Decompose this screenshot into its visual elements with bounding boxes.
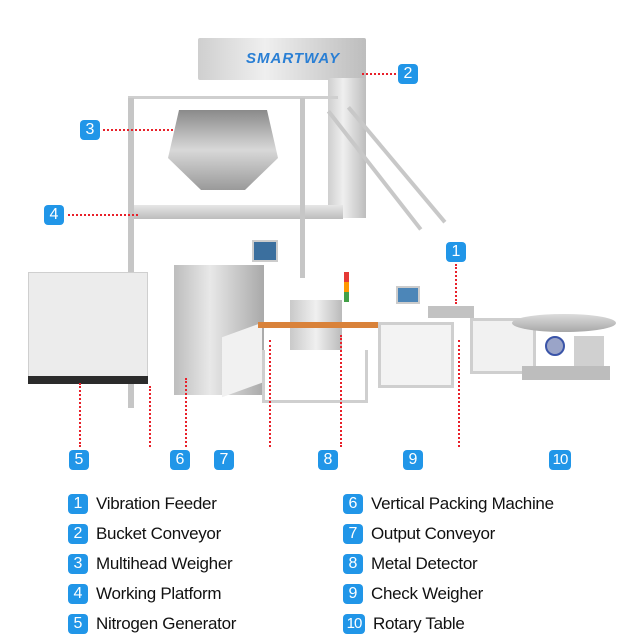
legend-item-2: 2 Bucket Conveyor: [68, 523, 221, 545]
leader-line-7: [185, 378, 187, 447]
leader-line-8: [269, 340, 271, 447]
legend-item-9: 9 Check Weigher: [343, 583, 483, 605]
rotary-table-box: [574, 336, 604, 366]
legend-badge: 4: [68, 584, 88, 604]
callout-badge-9: 9: [403, 450, 423, 470]
legend-badge: 7: [343, 524, 363, 544]
legend-label: Rotary Table: [373, 614, 465, 633]
rotary-table-motor: [545, 336, 565, 356]
legend-badge: 8: [343, 554, 363, 574]
metal-detector-belt: [258, 322, 378, 328]
legend-item-1: 1 Vibration Feeder: [68, 493, 217, 515]
callout-badge-10: 10: [549, 450, 571, 470]
metal-detector-frame: [262, 350, 368, 403]
legend-item-7: 7 Output Conveyor: [343, 523, 495, 545]
callout-badge-3: 3: [80, 120, 100, 140]
leader-line-10: [458, 340, 460, 447]
legend-badge: 3: [68, 554, 88, 574]
leader-line-1: [455, 264, 457, 304]
legend-badge: 2: [68, 524, 88, 544]
legend-label: Nitrogen Generator: [96, 614, 237, 633]
leader-line-6: [149, 386, 151, 447]
legend-label: Output Conveyor: [371, 524, 496, 543]
legend-item-8: 8 Metal Detector: [343, 553, 478, 575]
legend-label: Vibration Feeder: [96, 494, 217, 513]
callout-badge-8: 8: [318, 450, 338, 470]
callout-badge-7: 7: [214, 450, 234, 470]
legend-item-3: 3 Multihead Weigher: [68, 553, 233, 575]
rotary-table: [512, 314, 616, 332]
legend-label: Multihead Weigher: [96, 554, 233, 573]
vibration-feeder: [428, 306, 474, 318]
check-weigher-screen: [396, 286, 420, 304]
callout-badge-6: 6: [170, 450, 190, 470]
callout-badge-2: 2: [398, 64, 418, 84]
legend-badge: 10: [343, 614, 365, 634]
callout-badge-1: 1: [446, 242, 466, 262]
leader-line-3: [103, 129, 173, 131]
legend-item-4: 4 Working Platform: [68, 583, 222, 605]
legend-badge: 9: [343, 584, 363, 604]
platform-leg-right: [300, 98, 305, 278]
legend-item-6: 6 Vertical Packing Machine: [343, 493, 554, 515]
callout-badge-4: 4: [44, 205, 64, 225]
check-weigher: [378, 322, 454, 388]
packing-machine-screen: [252, 240, 278, 262]
working-platform-deck: [128, 205, 343, 219]
rotary-table-base: [522, 366, 610, 380]
working-platform-rail: [128, 96, 338, 99]
leader-line-4: [68, 214, 138, 216]
leader-line-9: [340, 335, 342, 447]
nitrogen-generator-base: [28, 376, 148, 384]
legend-label: Vertical Packing Machine: [371, 494, 554, 513]
multihead-weigher: [168, 110, 278, 190]
legend-badge: 5: [68, 614, 88, 634]
signal-tower: [344, 272, 349, 302]
legend-label: Bucket Conveyor: [96, 524, 221, 543]
legend-item-5: 5 Nitrogen Generator: [68, 613, 236, 635]
brand-logo: SMARTWAY: [246, 50, 341, 67]
legend-label: Working Platform: [96, 584, 222, 603]
leader-line-2: [362, 73, 396, 75]
machine-illustration: SMARTWAY 1 2 3 4 5 6 7 8 9 10: [28, 38, 616, 470]
nitrogen-generator: [28, 272, 148, 378]
bucket-conveyor-head: [198, 38, 366, 80]
legend-badge: 6: [343, 494, 363, 514]
legend-label: Metal Detector: [371, 554, 478, 573]
platform-leg-left: [128, 98, 134, 408]
legend-item-10: 10 Rotary Table: [343, 613, 465, 635]
callout-badge-5: 5: [69, 450, 89, 470]
legend-badge: 1: [68, 494, 88, 514]
legend-label: Check Weigher: [371, 584, 484, 603]
leader-line-5: [79, 383, 81, 447]
